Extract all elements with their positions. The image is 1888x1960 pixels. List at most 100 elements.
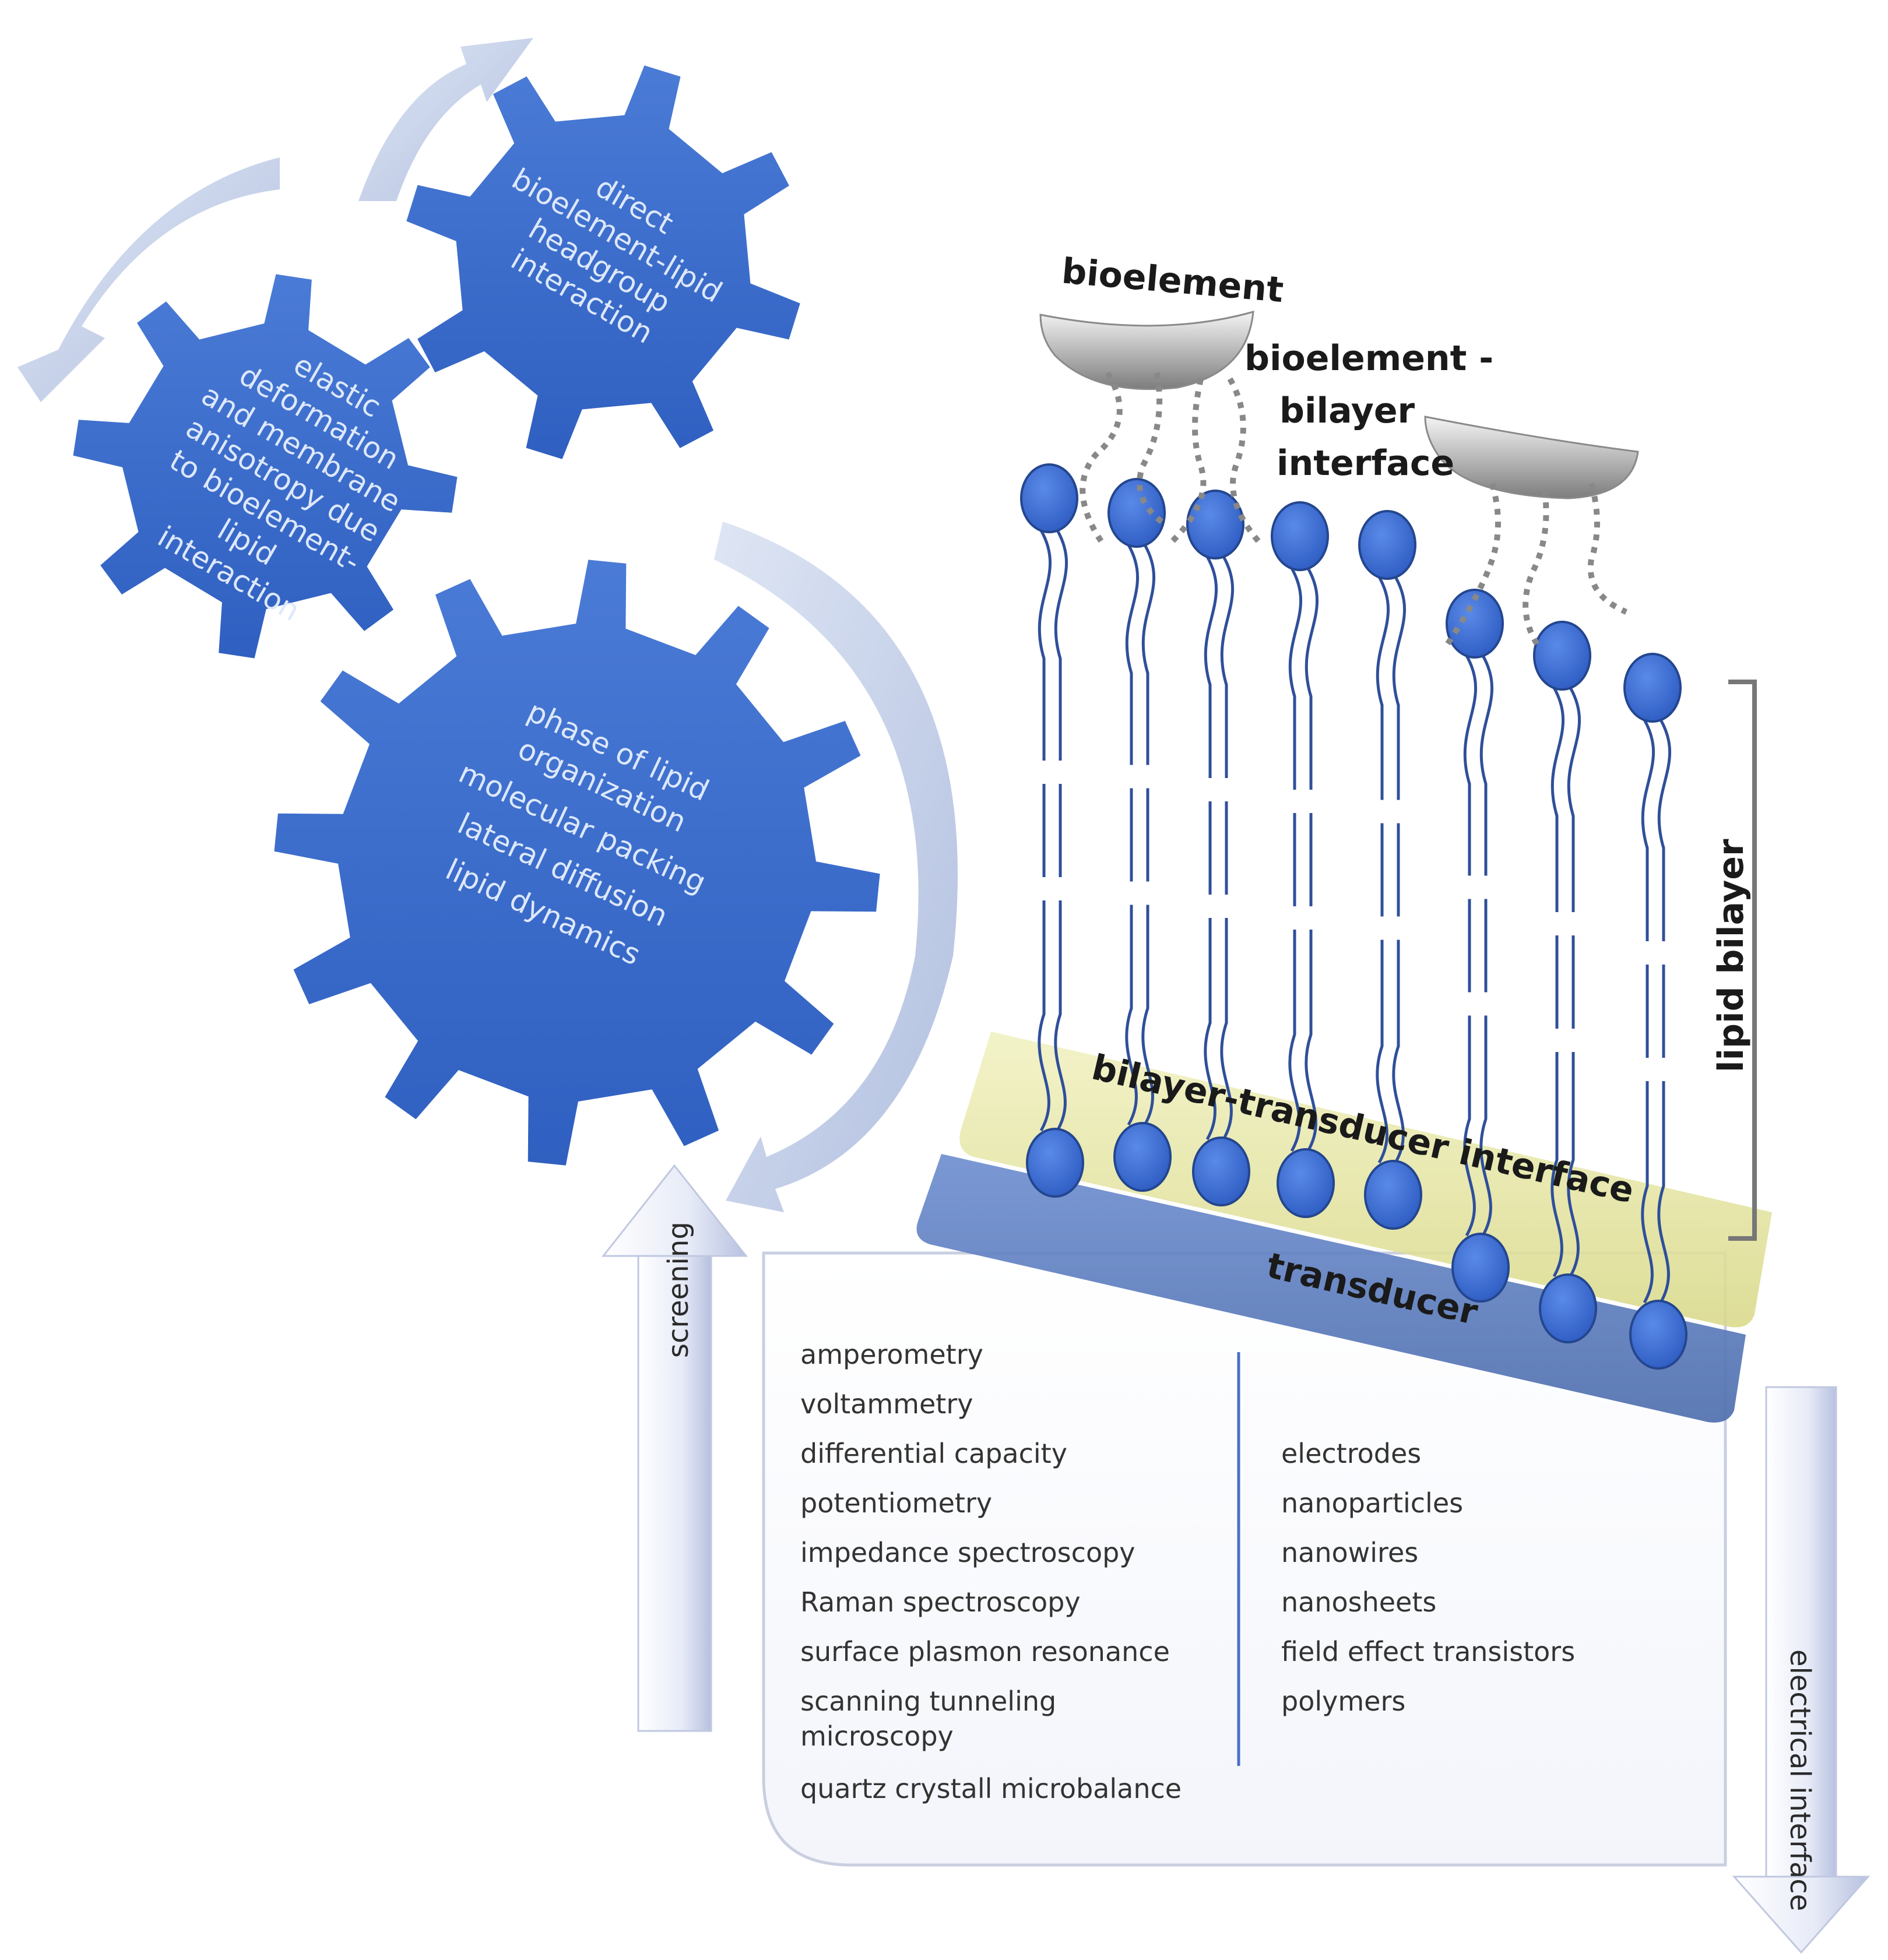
bioelement-bowl xyxy=(1039,310,1254,390)
up-arrow-head xyxy=(601,1164,748,1257)
materials-list: electrodes nanoparticles nanowires nanoshee… xyxy=(1281,1438,1575,1717)
lipid-tail xyxy=(1305,567,1319,1152)
electrical-interface-arrow: electrical interface xyxy=(1732,1386,1871,1954)
cycle-arrows xyxy=(17,38,958,1212)
lipid-head-bottom xyxy=(1364,1160,1422,1230)
methods-panel xyxy=(762,1251,1727,1867)
binding-link xyxy=(1587,483,1627,615)
lipid-tail xyxy=(1479,654,1493,1237)
lipid-head-bottom xyxy=(1026,1128,1084,1198)
lipid xyxy=(1271,501,1335,1218)
methods-panel-background xyxy=(762,1251,1727,1867)
methods-list: amperometry voltammetry differential capac… xyxy=(800,1339,1182,1804)
lipid xyxy=(1186,490,1250,1206)
interface-label-line2: bilayer xyxy=(1279,390,1415,431)
lipid-bilayer-bracket xyxy=(1728,680,1757,1241)
lipid-tail xyxy=(1567,687,1581,1278)
material-item: nanowires xyxy=(1281,1537,1418,1568)
gear-shape xyxy=(73,274,458,659)
lipid-head-bottom xyxy=(1192,1136,1250,1206)
lipid-head-bottom xyxy=(1629,1300,1687,1370)
material-item: electrodes xyxy=(1281,1438,1421,1469)
lipid-head-top xyxy=(1446,589,1504,659)
method-item: surface plasmon resonance xyxy=(800,1636,1170,1667)
screening-label: screening xyxy=(662,1222,695,1358)
method-item: quartz crystall microbalance xyxy=(800,1773,1182,1804)
gear-direct-interaction xyxy=(406,65,800,459)
lipid-tail xyxy=(1204,555,1218,1141)
down-arrow-head xyxy=(1732,1875,1871,1954)
lipid xyxy=(1358,510,1422,1230)
lipid-tail xyxy=(1463,654,1477,1237)
lipid-head-bottom xyxy=(1113,1122,1172,1192)
lipid-tail xyxy=(1641,719,1655,1304)
binding-link xyxy=(1169,378,1207,544)
lipid-head-top xyxy=(1623,653,1682,723)
electrical-interface-label: electrical interface xyxy=(1784,1649,1816,1911)
bioelement-left xyxy=(1039,310,1254,390)
lipid xyxy=(1446,589,1510,1303)
gear-shape xyxy=(274,560,880,1166)
lipid-tail xyxy=(1038,529,1052,1132)
method-item: impedance spectroscopy xyxy=(800,1537,1135,1568)
binding-link xyxy=(1443,483,1501,649)
gear-lipid-organization xyxy=(274,560,880,1166)
binding-link xyxy=(1523,489,1549,649)
lipid-head-bottom xyxy=(1539,1273,1597,1343)
screening-arrow: screening xyxy=(601,1164,748,1732)
lipid xyxy=(1020,463,1084,1198)
interface-label-line3: interface xyxy=(1277,443,1454,484)
gear-elastic-deformation xyxy=(73,274,458,659)
method-item: voltammetry xyxy=(800,1388,973,1420)
lipid xyxy=(1623,653,1687,1370)
binding-links xyxy=(1080,371,1627,649)
lipid-bilayer-label: lipid bilayer xyxy=(1711,839,1752,1072)
lipid-tail xyxy=(1054,529,1068,1132)
lipid-tail xyxy=(1657,719,1671,1304)
lipid-head-top xyxy=(1358,510,1416,580)
lipid-head-bottom xyxy=(1451,1233,1510,1303)
lipid-tail xyxy=(1220,555,1234,1141)
method-item: amperometry xyxy=(800,1339,983,1370)
bioelement-right xyxy=(1424,416,1639,499)
method-item: potentiometry xyxy=(800,1487,992,1519)
lipid-head-top xyxy=(1533,621,1591,691)
bioelement-label: bioelement xyxy=(1060,251,1285,311)
material-item: field effect transistors xyxy=(1281,1636,1575,1667)
gear-shape xyxy=(406,65,800,459)
transducer-slab xyxy=(916,1154,1746,1423)
lipid xyxy=(1108,478,1172,1192)
method-item: scanning tunneling xyxy=(800,1685,1056,1717)
lipid-head-top xyxy=(1020,463,1078,533)
material-item: polymers xyxy=(1281,1685,1405,1717)
curved-arrow-top xyxy=(358,38,533,201)
interface-label-line1: bioelement - xyxy=(1244,338,1493,379)
binding-link xyxy=(1227,377,1261,544)
lipid xyxy=(1533,621,1597,1343)
method-item: microscopy xyxy=(800,1720,954,1752)
lipid-tail xyxy=(1392,576,1406,1164)
lipid-tail xyxy=(1288,567,1302,1152)
lipid-head-bottom xyxy=(1277,1148,1335,1218)
bioelement-bowl xyxy=(1424,416,1639,499)
lipid-tail xyxy=(1125,544,1139,1126)
lipid-head-top xyxy=(1271,501,1329,571)
bilayer-transducer-slab xyxy=(959,1032,1772,1328)
binding-link xyxy=(1137,372,1168,527)
method-item: Raman spectroscopy xyxy=(800,1586,1081,1618)
gear-text-elastic: elastic deformation and membrane anisotr… xyxy=(152,347,406,628)
lipid-molecules xyxy=(1020,463,1687,1370)
curved-arrow-left xyxy=(17,157,280,402)
binding-link xyxy=(1080,371,1123,544)
method-item: differential capacity xyxy=(800,1438,1067,1469)
transducer-assembly xyxy=(916,1032,1772,1423)
lipid-head-top xyxy=(1186,490,1244,560)
lipid-tail xyxy=(1376,576,1390,1164)
lipid-tail xyxy=(1551,687,1564,1278)
curved-arrow-right xyxy=(714,522,958,1212)
lipid-tail xyxy=(1141,544,1155,1126)
material-item: nanoparticles xyxy=(1281,1487,1463,1519)
material-item: nanosheets xyxy=(1281,1586,1436,1618)
lipid-head-top xyxy=(1108,478,1166,548)
